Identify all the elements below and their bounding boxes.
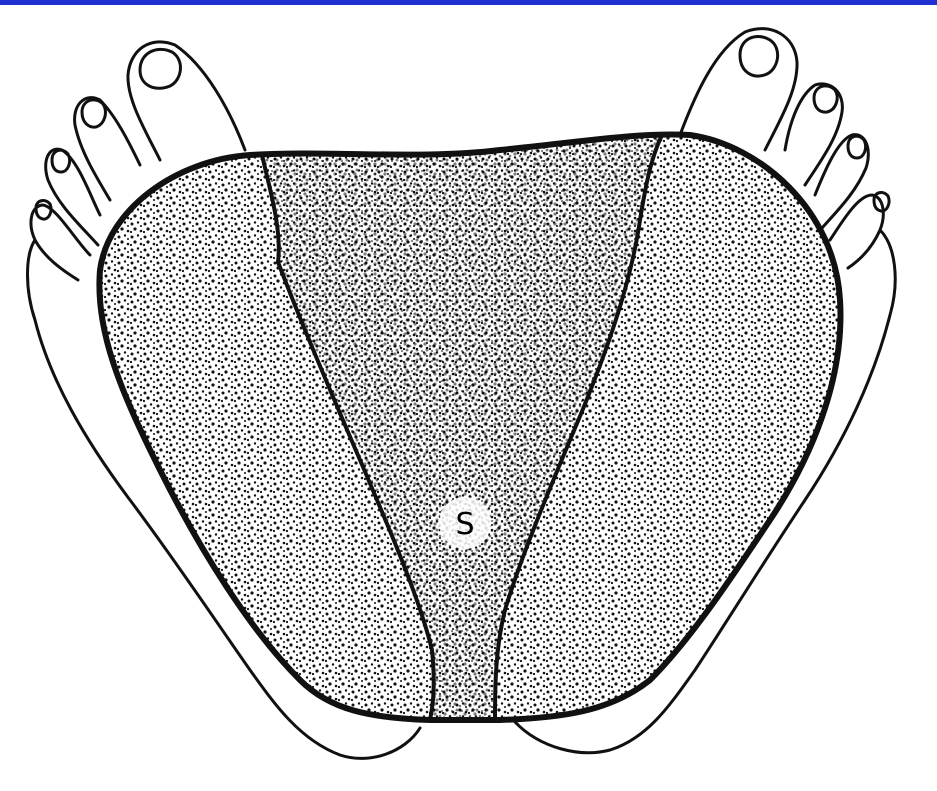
right-toe3-nail [848, 136, 866, 158]
right-big-toenail [740, 36, 778, 75]
left-toe3-nail [52, 150, 70, 172]
left-toe2-nail [82, 100, 105, 127]
left-big-toenail [140, 49, 180, 88]
left-toe4-nail [36, 201, 51, 220]
right-toe2-nail [814, 86, 837, 112]
region-label-s: S [455, 507, 474, 542]
